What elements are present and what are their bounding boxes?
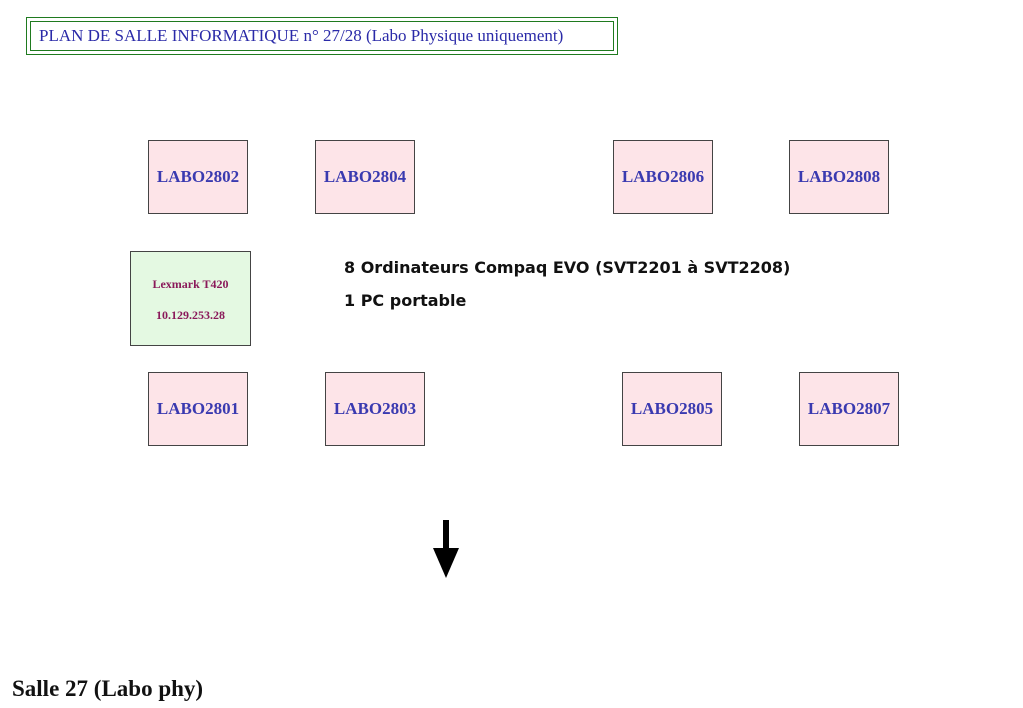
printer-box[interactable]: Lexmark T420 10.129.253.28 <box>130 251 251 346</box>
computer-labo2804[interactable]: LABO2804 <box>315 140 415 214</box>
info-computers: 8 Ordinateurs Compaq EVO (SVT2201 à SVT2… <box>344 258 791 277</box>
computer-labo2806[interactable]: LABO2806 <box>613 140 713 214</box>
arrow-down-icon <box>433 520 459 578</box>
computer-labo2808[interactable]: LABO2808 <box>789 140 889 214</box>
info-laptop: 1 PC portable <box>344 291 467 310</box>
room-label: Salle 27 (Labo phy) <box>12 676 204 701</box>
page-title: PLAN DE SALLE INFORMATIQUE n° 27/28 (Lab… <box>30 21 614 51</box>
computer-labo2807[interactable]: LABO2807 <box>799 372 899 446</box>
printer-ip: 10.129.253.28 <box>156 308 225 322</box>
printer-name: Lexmark T420 <box>152 277 229 291</box>
computer-labo2802[interactable]: LABO2802 <box>148 140 248 214</box>
title-box: PLAN DE SALLE INFORMATIQUE n° 27/28 (Lab… <box>26 17 618 55</box>
computer-labo2801[interactable]: LABO2801 <box>148 372 248 446</box>
computer-labo2805[interactable]: LABO2805 <box>622 372 722 446</box>
computer-labo2803[interactable]: LABO2803 <box>325 372 425 446</box>
